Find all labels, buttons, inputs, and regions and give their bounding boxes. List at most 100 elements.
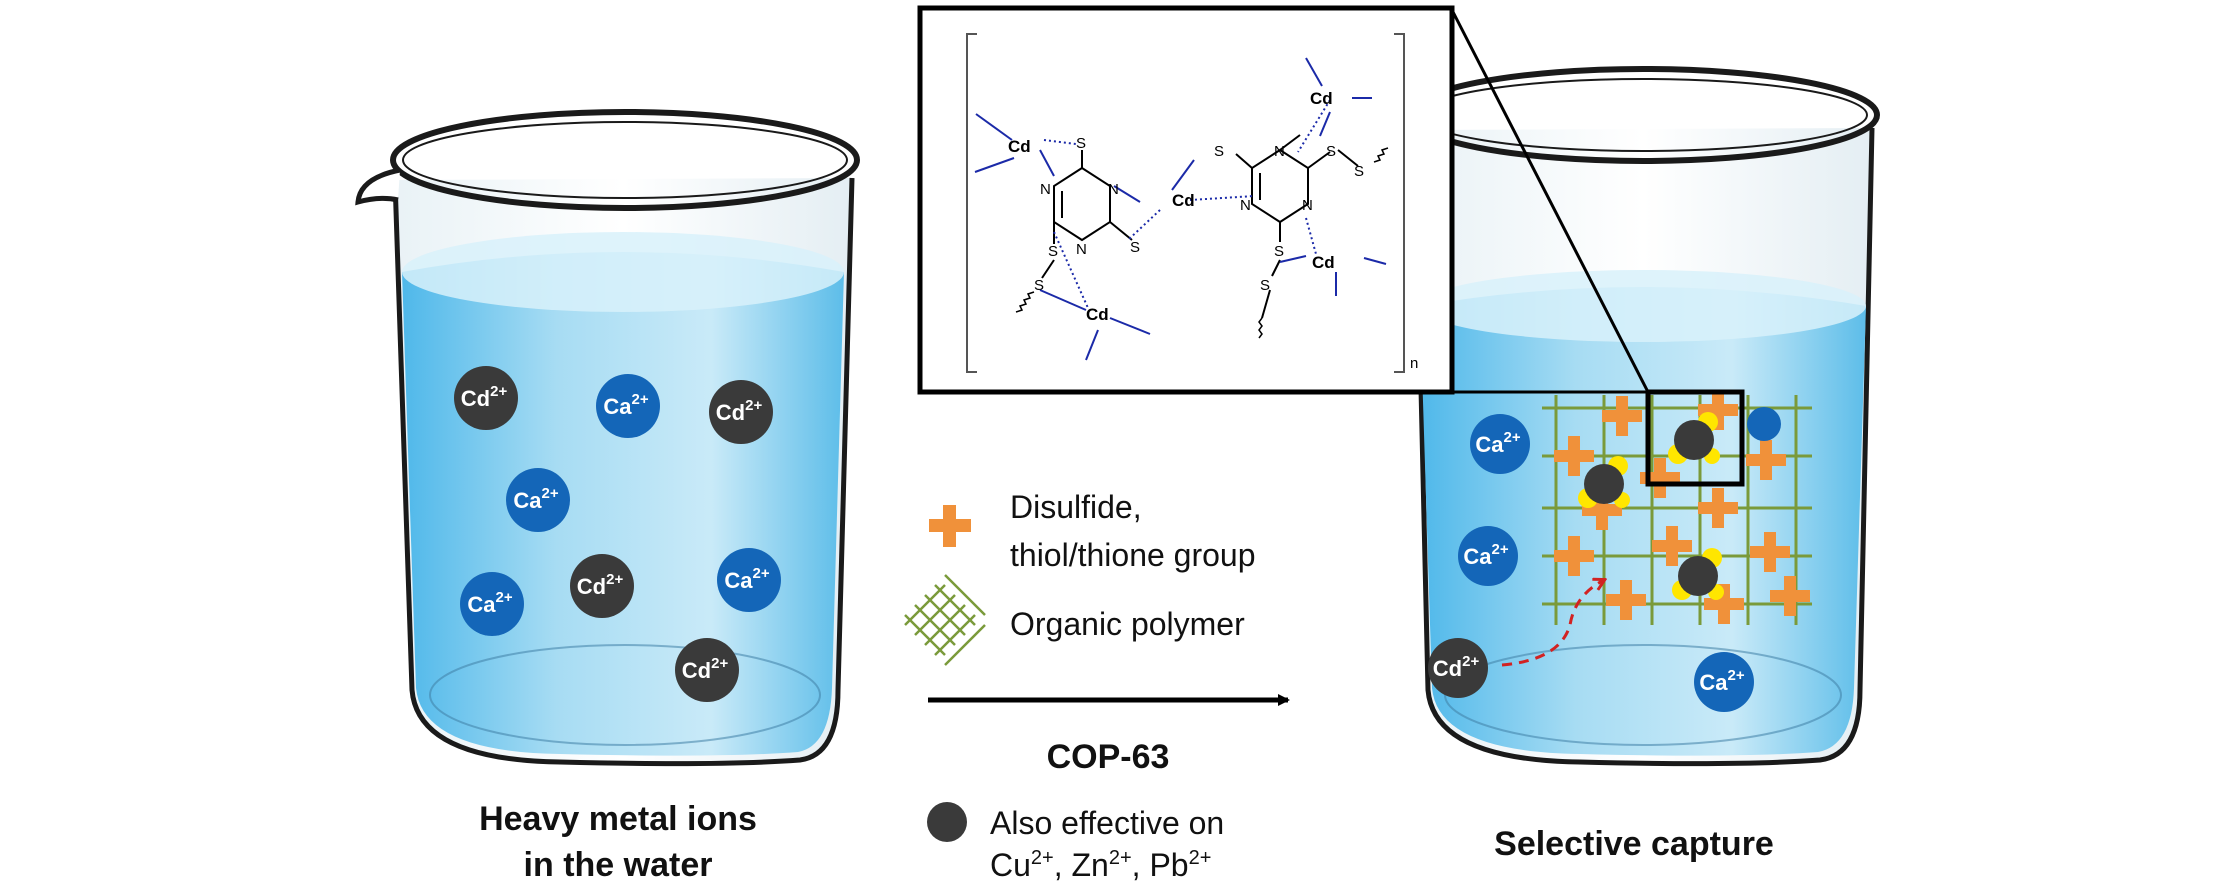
- left-ion-cd-2-label: Cd2+: [716, 397, 763, 425]
- metal-dot-icon: [927, 802, 967, 842]
- right-caption: Selective capture: [1494, 825, 1774, 863]
- left-ion-ca-4-label: Ca2+: [467, 589, 512, 617]
- left-ion-ca-3: Ca2+: [506, 468, 570, 532]
- left-ion-cd-0-label: Cd2+: [461, 383, 508, 411]
- atom-s-5: S: [1214, 143, 1224, 160]
- wavy-end-left: [1015, 291, 1035, 313]
- disulfide-cross-2: [1554, 436, 1594, 476]
- atom-n-1: N: [1040, 181, 1051, 198]
- left-ion-cd-2: Cd2+: [709, 380, 773, 444]
- disulfide-cross-9: [1750, 532, 1790, 572]
- atom-s-6: S: [1326, 143, 1336, 160]
- atom-s-4: S: [1034, 277, 1044, 294]
- left-ions: Cd2+ Ca2+ Cd2+ Ca2+ Ca2+ Cd2+ Ca2+ Cd2+: [454, 366, 781, 702]
- legend-disulfide-line2: thiol/thione group: [1010, 537, 1256, 573]
- right-ion-ca-1-label: Ca2+: [1463, 541, 1508, 569]
- right-ions: Ca2+ Ca2+ Cd2+ Ca2+: [1428, 414, 1754, 712]
- atom-s-8: S: [1274, 243, 1284, 260]
- atom-n-4: N: [1274, 143, 1285, 160]
- right-ion-ca-3-circle: [1694, 652, 1754, 712]
- left-water-surface: [402, 232, 844, 312]
- right-ion-ca-0: Ca2+: [1470, 414, 1530, 474]
- left-triazine-ring: [1053, 166, 1111, 242]
- mesh-icon: [904, 574, 986, 666]
- left-ion-ca-4-circle: [460, 572, 524, 636]
- left-ion-ca-6-label: Ca2+: [724, 565, 769, 593]
- free-ca-dot: [1747, 407, 1781, 441]
- structure-inset: n: [917, 5, 1455, 395]
- atom-n-3: N: [1076, 241, 1087, 258]
- atom-s-3: S: [1048, 243, 1058, 260]
- atom-cd-1: Cd: [1008, 137, 1031, 156]
- atom-n-2: N: [1108, 181, 1119, 198]
- left-ion-cd-7: Cd2+: [675, 638, 739, 702]
- cross-icon: [929, 505, 971, 547]
- atom-cd-3: Cd: [1172, 191, 1195, 210]
- right-water: [1420, 287, 1866, 756]
- legend-also-effective: Also effective on Cu2+, Zn2+, Pb2+: [927, 802, 1224, 883]
- captured-cd-2: [1672, 548, 1724, 600]
- atom-s-9: S: [1260, 277, 1270, 294]
- arrow-label: COP-63: [1047, 738, 1170, 776]
- disulfide-cross-12: [1770, 576, 1810, 616]
- captured-cd-1: [1578, 456, 1630, 508]
- disulfide-cross-6: [1698, 488, 1738, 528]
- disulfide-cross-0: [1602, 396, 1642, 436]
- left-caption-line2: in the water: [524, 846, 713, 884]
- bracket-left: [966, 33, 977, 373]
- legend-polymer: Organic polymer: [904, 574, 1245, 666]
- left-ion-cd-5-label: Cd2+: [577, 571, 624, 599]
- atom-s-2: S: [1130, 239, 1140, 256]
- left-beaker-spout: [355, 167, 401, 206]
- right-ion-ca-0-circle: [1470, 414, 1530, 474]
- right-ion-ca-3: Ca2+: [1694, 652, 1754, 712]
- legend-also-line2: Cu2+, Zn2+, Pb2+: [990, 847, 1211, 883]
- atom-cd-2: Cd: [1086, 305, 1109, 324]
- disulfide-cross-7: [1554, 536, 1594, 576]
- legend-polymer-label: Organic polymer: [1010, 606, 1245, 642]
- left-beaker-rim: [390, 109, 860, 211]
- dotted-bonds: [1043, 99, 1331, 309]
- atom-s-1: S: [1076, 135, 1086, 152]
- left-ion-cd-0: Cd2+: [454, 366, 518, 430]
- right-ion-ca-3-label: Ca2+: [1699, 667, 1744, 695]
- atom-s-7: S: [1354, 163, 1364, 180]
- left-beaker: [355, 109, 860, 767]
- left-ion-cd-0-circle: [454, 366, 518, 430]
- right-ion-cd-2-circle: [1428, 638, 1488, 698]
- legend-also-line1: Also effective on: [990, 805, 1224, 841]
- left-beaker-base: [429, 644, 821, 746]
- right-ion-ca-1-circle: [1458, 526, 1518, 586]
- inset-frame: [917, 5, 1455, 395]
- right-water-surface: [1420, 270, 1866, 342]
- left-ion-ca-6: Ca2+: [717, 548, 781, 612]
- captured-cd-0: [1668, 412, 1720, 464]
- right-ion-cd-2-label: Cd2+: [1433, 653, 1480, 681]
- legend-disulfide-line1: Disulfide,: [1010, 489, 1142, 525]
- right-ion-ca-1: Ca2+: [1458, 526, 1518, 586]
- atom-cd-4: Cd: [1310, 89, 1333, 108]
- atom-n-6: N: [1302, 197, 1313, 214]
- zoom-box: [1645, 389, 1745, 487]
- coordination-bonds: [974, 57, 1387, 361]
- left-water: [402, 252, 844, 756]
- atom-n-5: N: [1240, 197, 1251, 214]
- left-ion-ca-4: Ca2+: [460, 572, 524, 636]
- left-ion-ca-6-circle: [717, 548, 781, 612]
- structure-bonds: [1041, 134, 1359, 319]
- atom-cd-5: Cd: [1312, 253, 1335, 272]
- repeat-subscript: n: [1410, 355, 1418, 372]
- wavy-end-right: [1373, 147, 1389, 163]
- right-ion-ca-0-label: Ca2+: [1475, 429, 1520, 457]
- left-ion-cd-7-circle: [675, 638, 739, 702]
- right-ion-cd-2: Cd2+: [1428, 638, 1488, 698]
- atom-labels: Cd S N N N S S S Cd Cd S N N N S S Cd S …: [1008, 89, 1364, 324]
- left-ion-ca-1-circle: [596, 374, 660, 438]
- left-ion-cd-5-circle: [570, 554, 634, 618]
- left-ion-ca-1: Ca2+: [596, 374, 660, 438]
- disulfide-cross-8: [1652, 526, 1692, 566]
- left-ion-cd-7-label: Cd2+: [682, 655, 729, 683]
- zoom-line-top: [1450, 9, 1650, 393]
- left-ion-cd-5: Cd2+: [570, 554, 634, 618]
